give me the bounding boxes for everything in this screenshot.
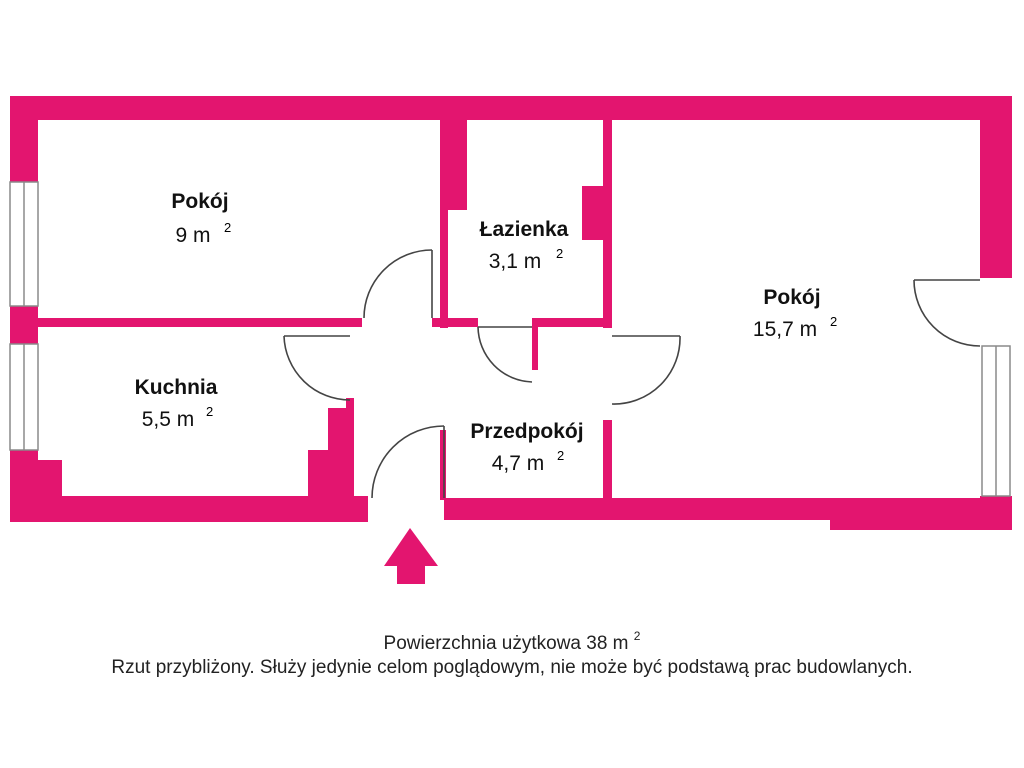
wall-bath-right — [603, 120, 612, 328]
room-area: 15,7 m — [753, 318, 817, 341]
disclaimer: Rzut przybliżony. Służy jedynie celom po… — [0, 654, 1024, 682]
room-name: Przedpokój — [470, 420, 583, 443]
room-name: Pokój — [171, 190, 228, 213]
door-entrance — [371, 425, 445, 499]
walls — [10, 96, 1012, 530]
wall-top — [10, 96, 1012, 120]
arrow-up-icon — [384, 528, 438, 584]
wall-bottom-ledge — [830, 518, 1012, 530]
room-pokoj-large: Pokój 15,7 m 2 — [753, 286, 837, 341]
room-name: Łazienka — [480, 218, 569, 241]
wall-room-divider — [38, 318, 362, 327]
room-area-sup: 2 — [224, 220, 231, 235]
room-kuchnia: Kuchnia 5,5 m 2 — [135, 376, 218, 431]
window-left-top — [9, 181, 39, 307]
wall-kitchen-step — [308, 450, 332, 496]
room-area: 4,7 m — [492, 452, 545, 475]
wall-bath-bottom — [536, 318, 612, 327]
total-area-text: Powierzchnia użytkowa 38 m — [383, 633, 629, 654]
window-right — [981, 345, 1011, 497]
room-area-sup: 2 — [206, 404, 213, 419]
door-kuchnia — [283, 335, 351, 401]
wall-hall-right — [603, 420, 612, 500]
wall-left — [10, 306, 38, 344]
room-name: Pokój — [763, 286, 820, 309]
door-lazienka — [477, 326, 533, 383]
wall-bath-left — [440, 210, 448, 328]
door-pokoj-large — [611, 335, 681, 405]
room-area-sup: 2 — [830, 314, 837, 329]
kitchen-corner — [38, 460, 62, 496]
windows — [9, 181, 1011, 497]
room-area: 9 m — [175, 224, 210, 247]
room-przedpokoj: Przedpokój 4,7 m 2 — [470, 420, 583, 475]
room-area: 3,1 m — [489, 250, 542, 273]
wall-kitchen-step — [328, 408, 354, 496]
wall-right — [980, 496, 1012, 530]
room-lazienka: Łazienka 3,1 m 2 — [480, 218, 569, 273]
door-pokoj — [363, 249, 433, 319]
wall-bottom-left — [10, 496, 368, 522]
wall-right — [980, 96, 1012, 278]
room-pokoj-small: Pokój 9 m 2 — [171, 190, 231, 247]
room-area: 5,5 m — [142, 408, 195, 431]
door-balcony — [913, 279, 981, 347]
wall-hall-stub — [532, 318, 538, 370]
total-area-sup: 2 — [633, 629, 641, 643]
bath-shaft — [582, 186, 606, 240]
doors — [283, 249, 981, 499]
total-area-caption: Powierzchnia użytkowa 38 m 2 — [0, 622, 1024, 658]
wall-bottom-right — [444, 498, 1012, 520]
wall-bath-bottom — [432, 318, 478, 327]
wall-hall-left — [440, 430, 446, 500]
disclaimer-text: Rzut przybliżony. Służy jedynie celom po… — [111, 657, 913, 678]
wall-bath-left — [440, 120, 467, 210]
room-name: Kuchnia — [135, 376, 218, 399]
window-left-bottom — [9, 343, 39, 451]
wall-kitchen-pier — [346, 398, 354, 412]
room-area-sup: 2 — [556, 246, 563, 261]
room-area-sup: 2 — [557, 448, 564, 463]
wall-left — [10, 96, 38, 182]
